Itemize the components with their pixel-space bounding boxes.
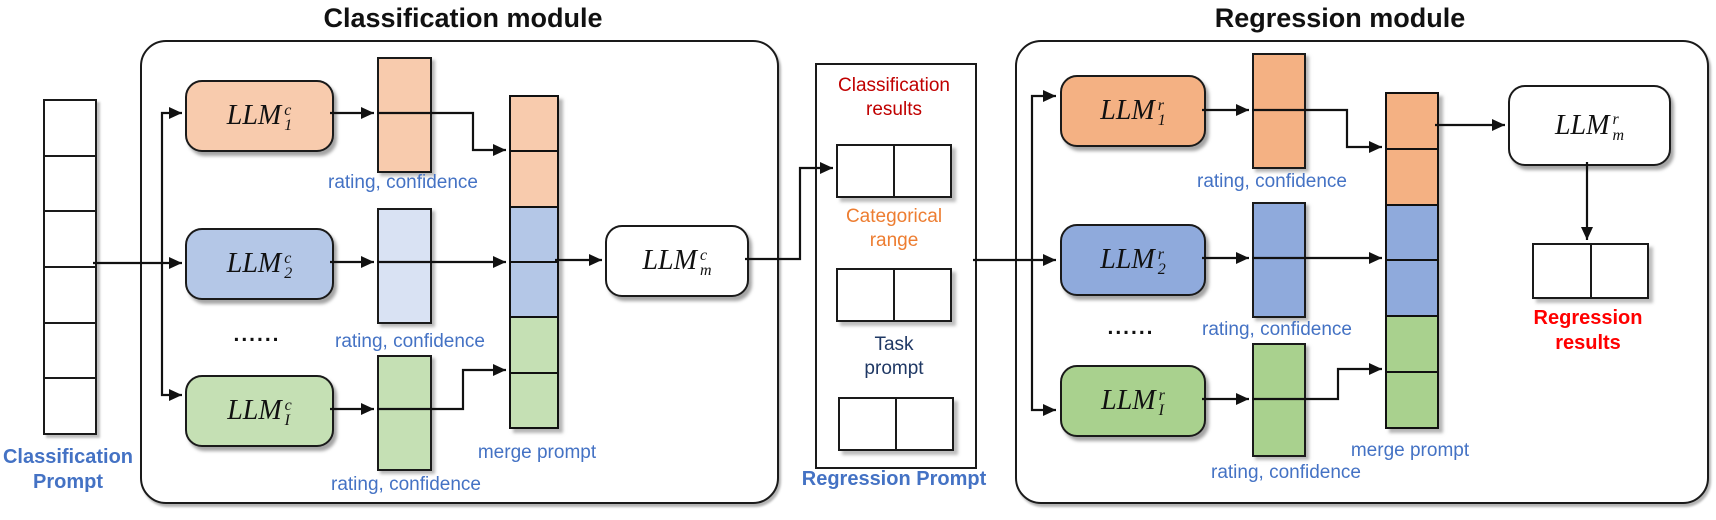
llm-c1-label: LLM — [226, 100, 282, 131]
regression-results-cellbox — [1532, 243, 1649, 299]
merge-cell — [511, 97, 557, 151]
llm-c2-label: LLM — [226, 248, 282, 279]
rating-label-r2: rating, confidence — [1202, 319, 1352, 340]
prompt-cell — [45, 154, 95, 211]
llm-r2-label: LLM — [1100, 244, 1155, 275]
llm-rl-label: LLM — [1101, 385, 1156, 416]
llm-r1-label: LLM — [1100, 95, 1155, 126]
merge-cell — [1387, 94, 1437, 148]
llm-r2-sup: r — [1157, 245, 1164, 263]
llm-c1-sup: c — [284, 101, 292, 119]
classification-prompt-stack — [43, 99, 97, 435]
classification-results-cellbox — [836, 144, 952, 198]
rp-title-line: Categorical — [845, 206, 943, 227]
llm-cm-sub: m — [699, 262, 712, 279]
llm-rm-sub: m — [1612, 126, 1625, 144]
prompt-cell — [45, 266, 95, 322]
regression-merge-stack — [1385, 92, 1439, 429]
rp-title-line: range — [869, 230, 919, 251]
cell — [840, 399, 895, 449]
prompt-cell — [45, 377, 95, 434]
llm-cl-label: LLM — [227, 395, 282, 426]
cell — [838, 146, 893, 196]
llm-rl-sup: r — [1158, 386, 1165, 404]
llm-r1-sub: 1 — [1157, 112, 1166, 129]
llm-rm-sup: r — [1612, 111, 1619, 129]
prompt-cell — [45, 210, 95, 267]
rp-section-title-classification-results: Classification results — [816, 74, 972, 122]
llm-r2-sub: 2 — [1157, 261, 1166, 278]
classification-merge-stack — [509, 95, 559, 429]
llm-c2-sup: c — [284, 249, 292, 267]
cell — [893, 146, 950, 196]
merge-cell — [1387, 315, 1437, 372]
classification-ellipsis: ...... — [233, 323, 281, 346]
merge-cell — [511, 316, 557, 372]
rating-rect-cl — [377, 355, 432, 471]
rating-label-cl: rating, confidence — [331, 474, 481, 495]
merge-cell — [1387, 203, 1437, 260]
llm-cl-sub: I — [284, 412, 290, 429]
rating-label-r1: rating, confidence — [1197, 171, 1347, 192]
llm-cl-sup: c — [284, 396, 292, 414]
rating-rect-r1 — [1252, 53, 1306, 169]
rating-label-c2: rating, confidence — [335, 331, 485, 352]
cell — [1589, 245, 1647, 297]
rp-title-line: Classification — [838, 75, 950, 96]
rating-rect-c1 — [377, 57, 432, 173]
merge-cell — [511, 150, 557, 206]
llm-c1-sub: 1 — [284, 117, 293, 134]
merge-prompt-label-classification: merge prompt — [477, 442, 597, 463]
cell — [1534, 245, 1590, 297]
regression-results-line2: results — [1555, 332, 1621, 354]
merge-cell — [1387, 259, 1437, 316]
rating-label-c1: rating, confidence — [328, 172, 478, 193]
cell — [838, 270, 893, 320]
categorical-range-cellbox — [836, 268, 952, 322]
regression-prompt-label: Regression Prompt — [801, 468, 987, 490]
rating-rect-rl — [1252, 343, 1306, 457]
rp-section-title-task-prompt: Task prompt — [816, 333, 972, 381]
rating-rect-c2 — [377, 208, 432, 324]
regression-results-line1: Regression — [1533, 307, 1643, 329]
regression-results-label: Regression results — [1488, 306, 1688, 356]
merge-prompt-label-regression: merge prompt — [1350, 440, 1470, 461]
rating-rect-r2 — [1252, 202, 1306, 318]
prompt-cell — [45, 101, 95, 155]
llm-rm-label: LLM — [1554, 109, 1610, 141]
merge-cell — [511, 260, 557, 317]
rating-label-rl: rating, confidence — [1211, 462, 1361, 483]
cell — [893, 270, 950, 320]
classification-prompt-label-line1: Classification — [2, 446, 134, 468]
merge-cell — [511, 371, 557, 427]
rp-title-line: results — [866, 99, 922, 120]
classification-prompt-label: Classification Prompt — [0, 445, 140, 495]
merge-cell — [511, 205, 557, 261]
rp-title-line: prompt — [864, 358, 924, 379]
llm-cm-label: LLM — [642, 245, 697, 276]
rp-title-line: Task — [874, 334, 914, 355]
classification-prompt-label-line2: Prompt — [33, 471, 103, 493]
regression-module-title: Regression module — [1214, 3, 1466, 33]
llm-cm-sup: c — [699, 246, 708, 264]
classification-module-title: Classification module — [323, 3, 603, 33]
llm-r1-sup: r — [1157, 96, 1164, 114]
prompt-cell — [45, 321, 95, 378]
cell — [895, 399, 952, 449]
merge-cell — [1387, 371, 1437, 427]
llm-c2-sub: 2 — [284, 265, 293, 282]
llm-rl-sub: I — [1158, 402, 1164, 419]
rp-section-title-categorical-range: Categorical range — [816, 205, 972, 253]
merge-cell — [1387, 147, 1437, 204]
regression-ellipsis: ...... — [1107, 316, 1155, 339]
task-prompt-cellbox — [838, 397, 954, 451]
